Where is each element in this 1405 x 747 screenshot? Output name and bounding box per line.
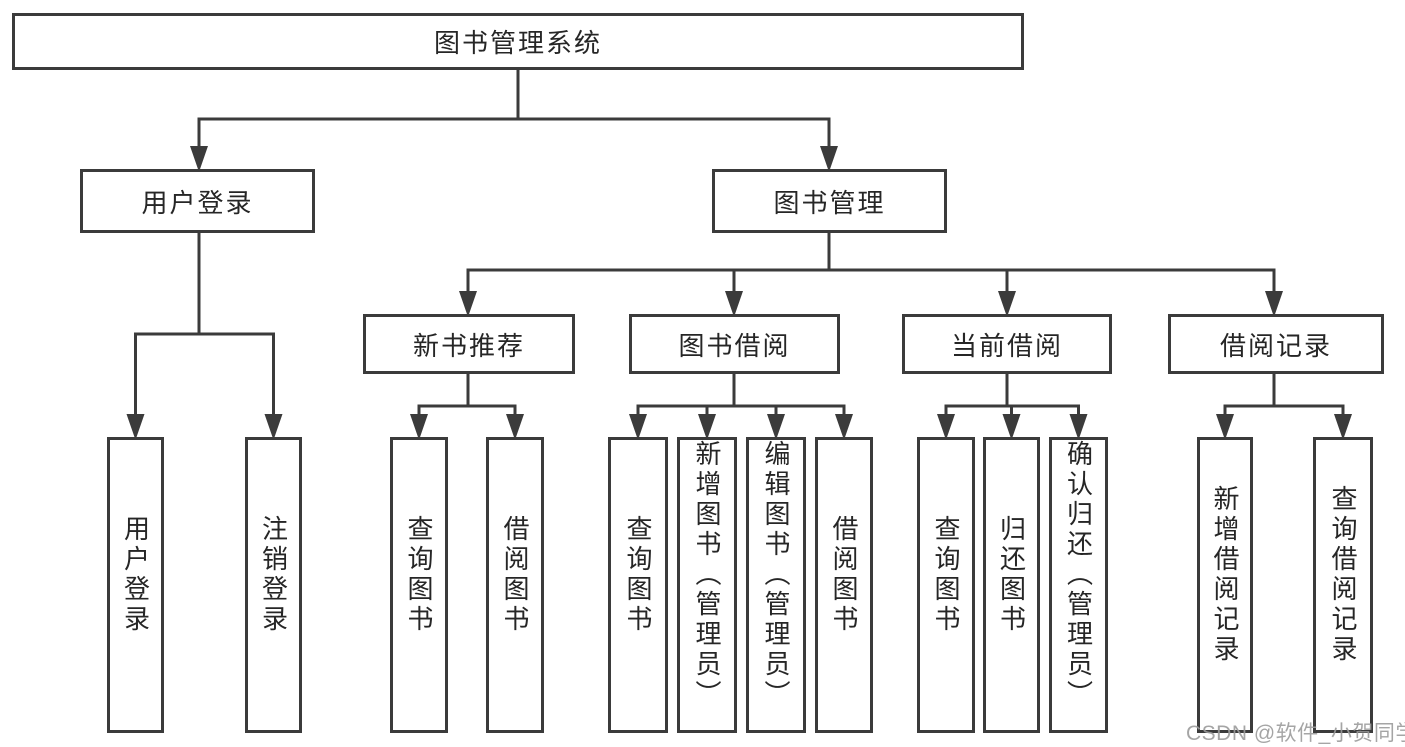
node-label: 新书推荐 xyxy=(412,330,525,361)
node-label: 查询借阅记录 xyxy=(1328,485,1358,665)
node-label: 新增借阅记录 xyxy=(1210,485,1240,665)
node-new-book-recommendation: 新书推荐 xyxy=(363,314,575,374)
node-leaf-search-borrow-record: 查询借阅记录 xyxy=(1313,437,1373,733)
node-label: 查询图书 xyxy=(931,515,961,635)
node-label: 当前借阅 xyxy=(950,330,1063,361)
node-leaf-return-books: 归还图书 xyxy=(983,437,1040,733)
node-current-borrowing: 当前借阅 xyxy=(902,314,1112,374)
node-user-login-module: 用户登录 xyxy=(80,169,315,233)
node-label: 查询图书 xyxy=(623,515,653,635)
node-leaf-user-login: 用户登录 xyxy=(107,437,164,733)
node-leaf-edit-books-admin: 编辑图书（管理员） xyxy=(746,437,806,733)
node-library-management-system: 图书管理系统 xyxy=(12,13,1024,70)
node-leaf-add-borrow-record: 新增借阅记录 xyxy=(1197,437,1253,733)
node-label: 查询图书 xyxy=(404,515,434,635)
node-leaf-recommend-borrow-books: 借阅图书 xyxy=(486,437,544,733)
node-leaf-logout: 注销登录 xyxy=(245,437,302,733)
arrowhead-icons xyxy=(126,146,1352,440)
node-label: 编辑图书（管理员） xyxy=(761,440,791,710)
node-label: 图书管理 xyxy=(773,187,886,218)
node-leaf-recommend-search-books: 查询图书 xyxy=(390,437,448,733)
node-label: 确认归还（管理员） xyxy=(1063,440,1094,710)
csdn-watermark: CSDN @软件_小贺同学 xyxy=(1186,722,1405,745)
node-leaf-borrowing-search-books: 查询图书 xyxy=(608,437,668,733)
node-leaf-confirm-return-admin: 确认归还（管理员） xyxy=(1049,437,1108,733)
node-borrowing-records: 借阅记录 xyxy=(1168,314,1384,374)
node-label: 图书管理系统 xyxy=(433,28,602,58)
node-label: 注销登录 xyxy=(258,515,289,635)
node-label: 图书借阅 xyxy=(678,330,791,361)
node-leaf-current-search-books: 查询图书 xyxy=(917,437,975,733)
node-leaf-add-books-admin: 新增图书（管理员） xyxy=(677,437,737,733)
node-book-borrowing: 图书借阅 xyxy=(629,314,840,374)
node-label: 借阅图书 xyxy=(500,515,530,635)
node-label: 新增图书（管理员） xyxy=(692,440,722,710)
node-book-management-module: 图书管理 xyxy=(712,169,947,233)
connector-paths xyxy=(134,70,1345,416)
node-label: 借阅图书 xyxy=(829,515,859,635)
node-label: 用户登录 xyxy=(141,187,254,218)
node-label: 归还图书 xyxy=(996,515,1027,635)
node-leaf-borrowing-borrow-books: 借阅图书 xyxy=(815,437,873,733)
node-label: 用户登录 xyxy=(120,515,151,635)
node-label: 借阅记录 xyxy=(1219,330,1332,361)
